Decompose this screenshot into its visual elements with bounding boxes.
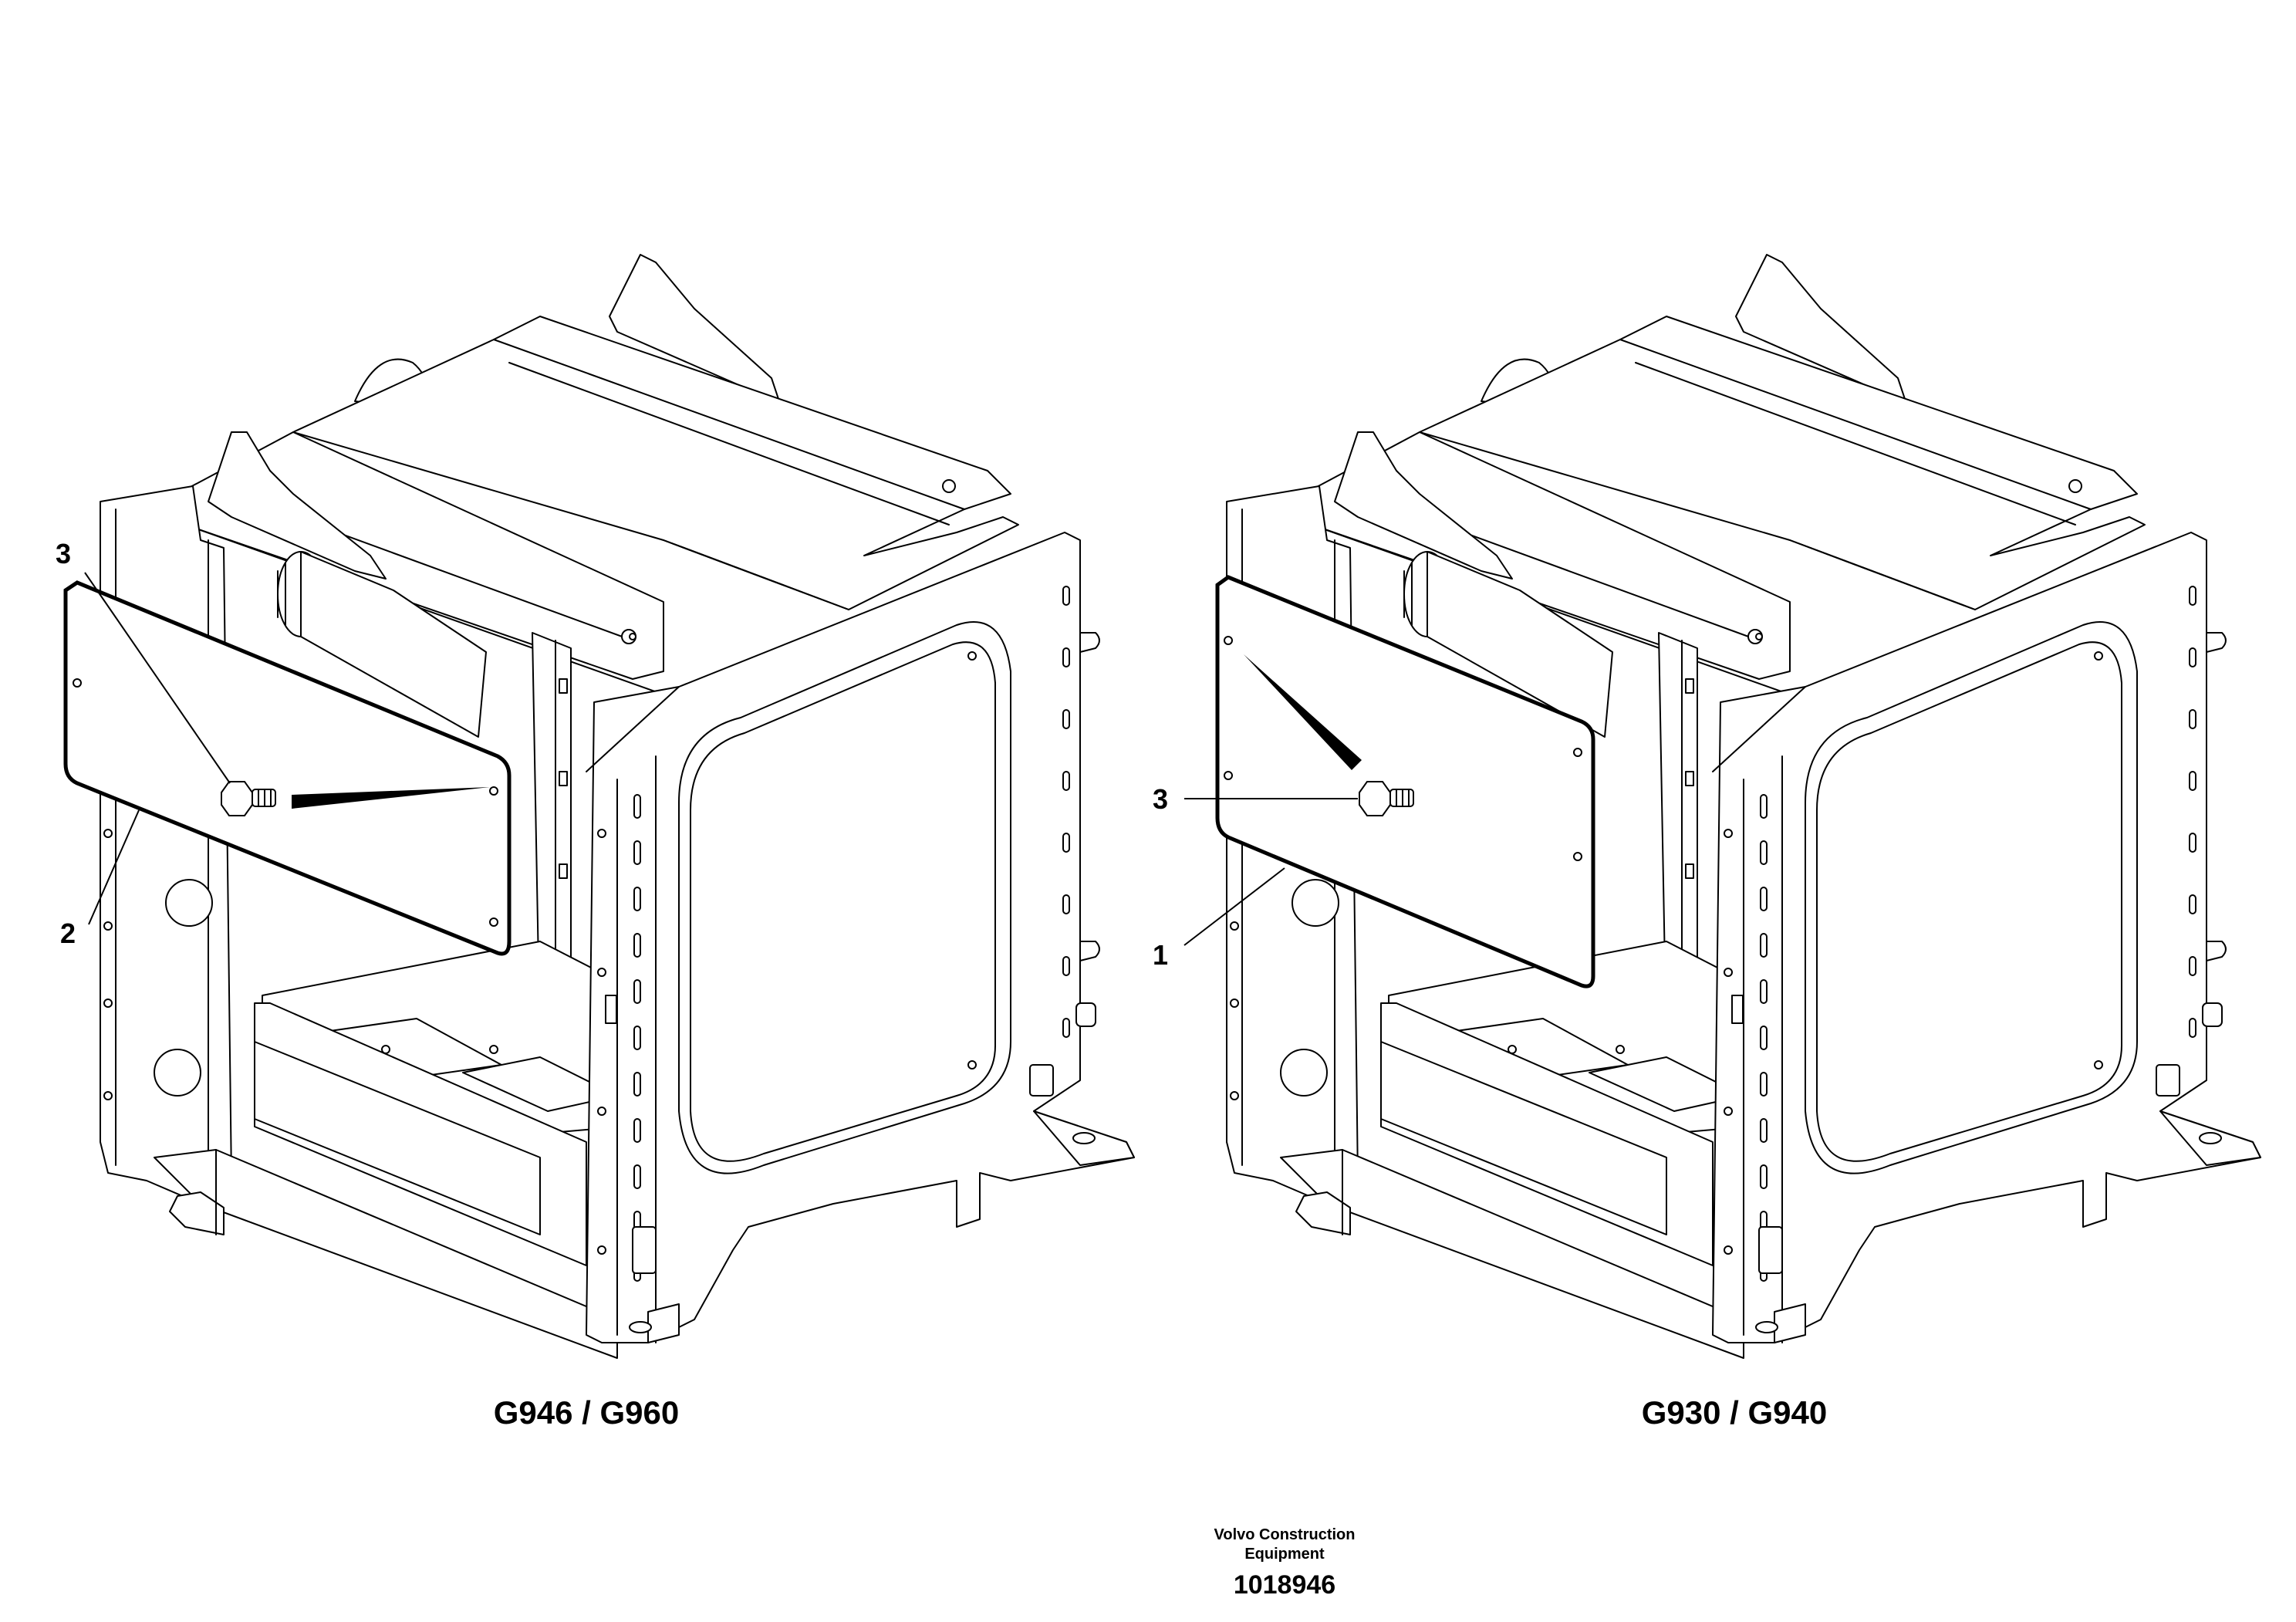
- assembly-label-right: G930 / G940: [1642, 1394, 1828, 1431]
- callout-number: 3: [56, 538, 71, 569]
- company-name-line2: Equipment: [1244, 1546, 1325, 1563]
- exploded-view-arrow: [1244, 654, 1362, 770]
- exploded-view-arrow: [292, 787, 490, 809]
- frame-drawing-right: 3 1 G930 / G940: [1153, 254, 2261, 1431]
- cover-panel-right: [1215, 575, 1595, 988]
- callout-number: 2: [60, 917, 76, 949]
- drawing-number: 1018946: [1234, 1570, 1335, 1600]
- callout-number: 3: [1153, 783, 1168, 815]
- cover-panel-left: [63, 580, 512, 956]
- title-block: Volvo Construction Equipment 1018946: [1214, 1526, 1356, 1600]
- assembly-label-left: G946 / G960: [494, 1394, 680, 1431]
- callout-number: 1: [1153, 939, 1168, 971]
- frame-drawing-left: 3 2 G946 / G960: [56, 254, 1135, 1431]
- company-name-line1: Volvo Construction: [1214, 1526, 1356, 1543]
